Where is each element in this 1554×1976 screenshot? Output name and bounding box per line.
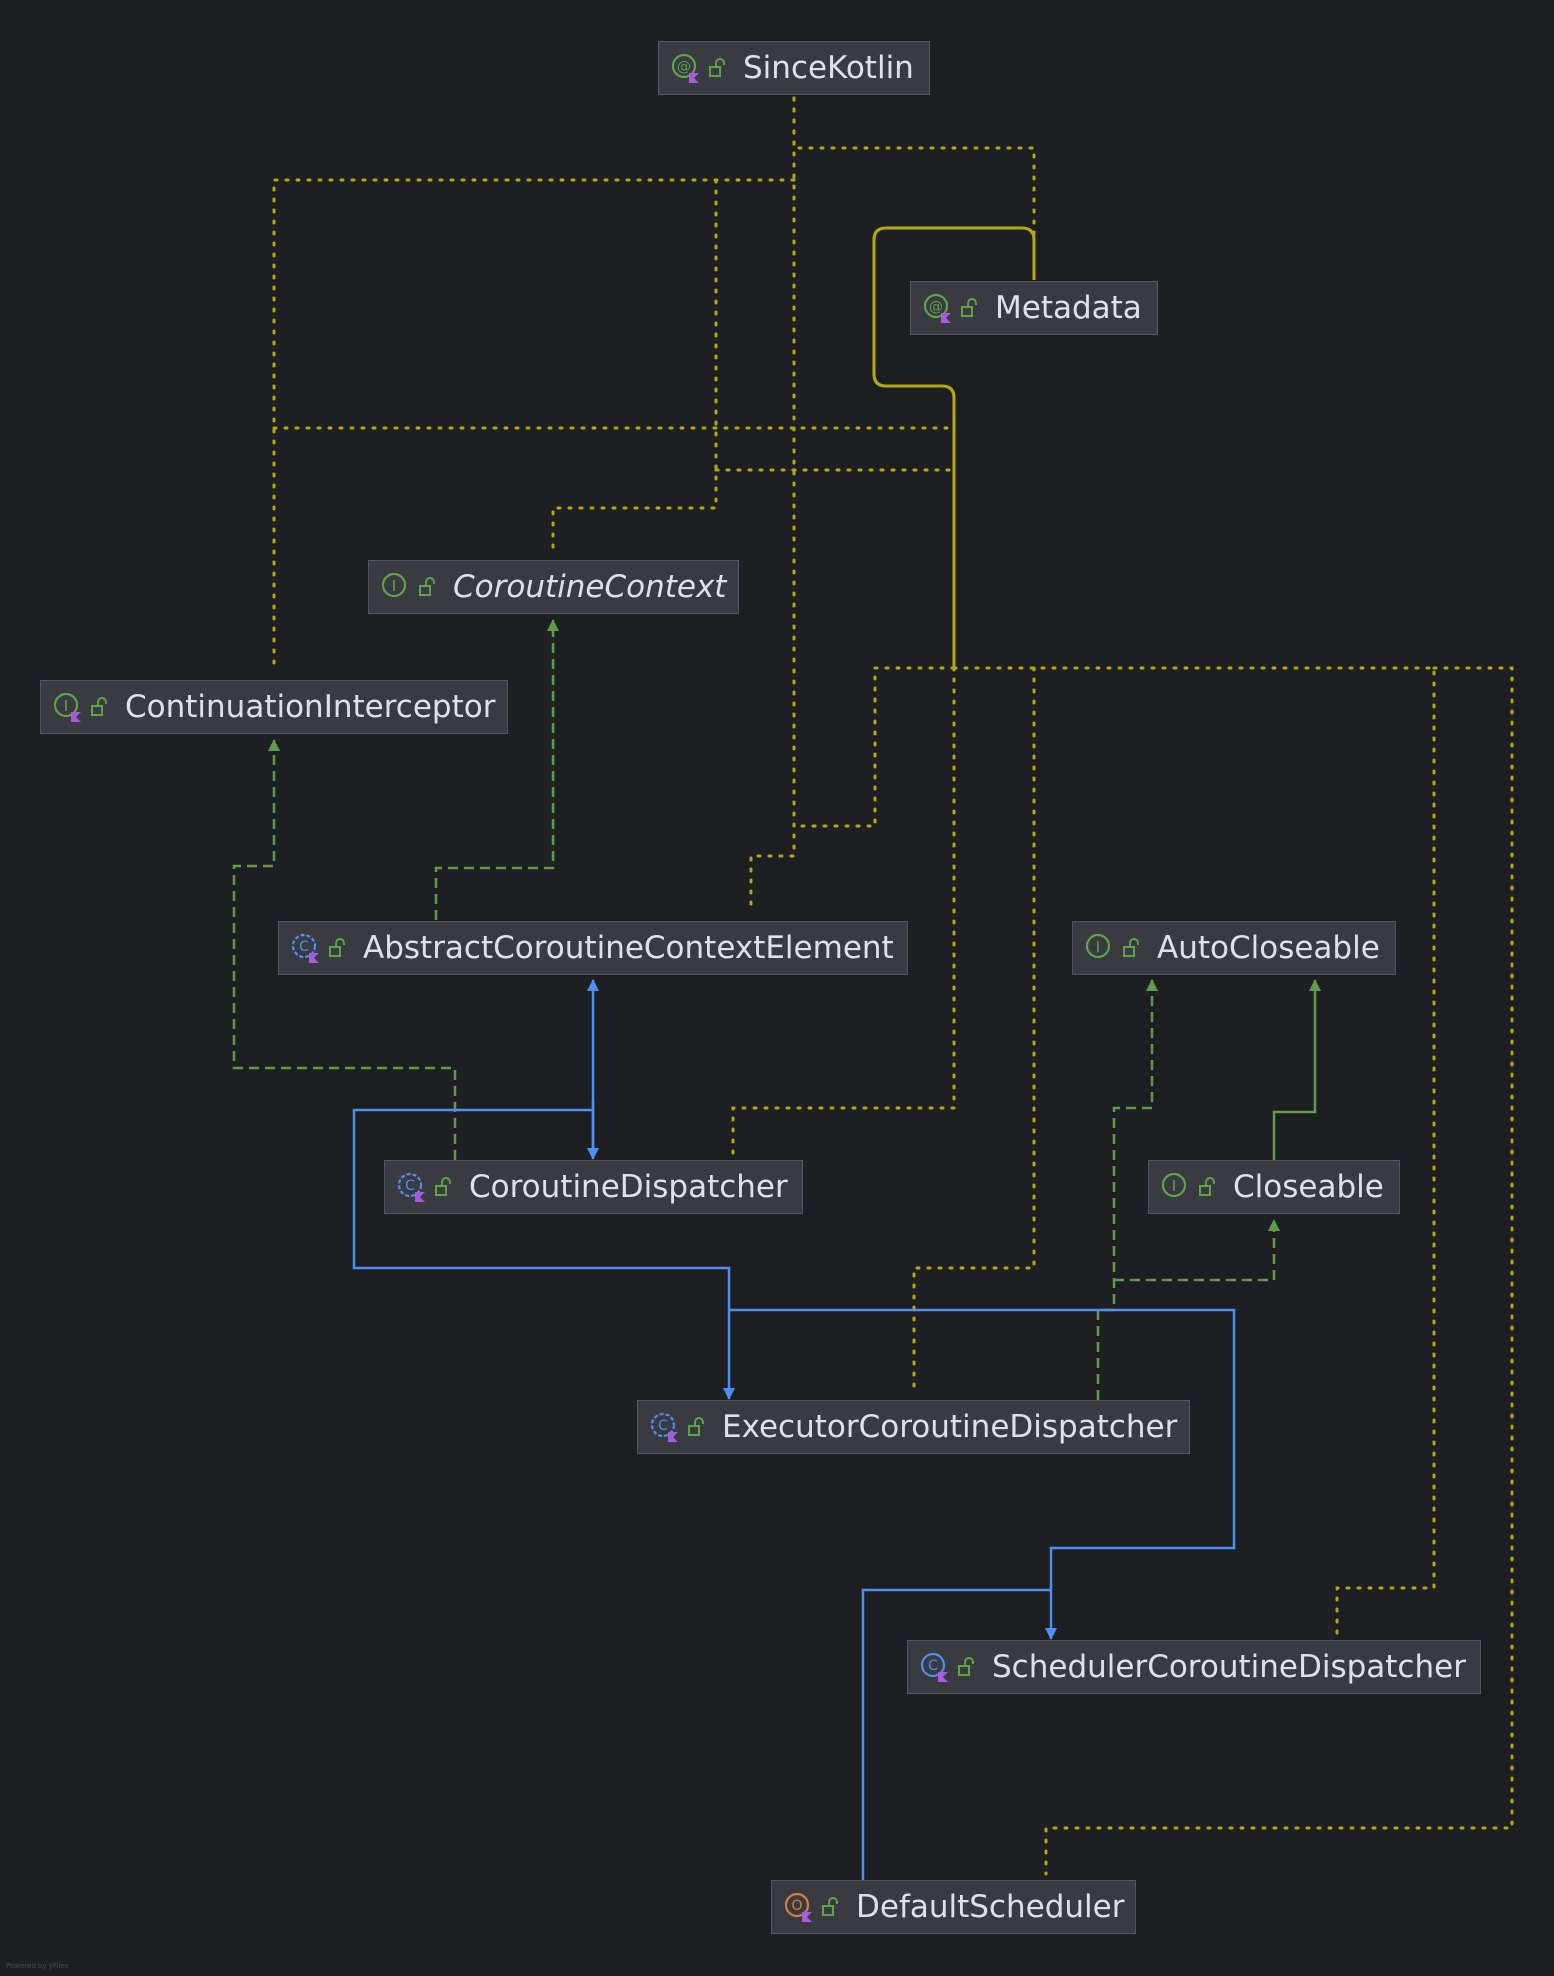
edge-metadata-defaultscheduler [1044, 666, 1514, 1876]
kotlin-abstract-class-icon: C [648, 1410, 682, 1444]
edge-metadata-coroutinedispatcher [731, 666, 956, 1156]
unlock-icon [956, 1656, 978, 1678]
kotlin-abstract-class-icon: C [289, 931, 323, 965]
node-label: AbstractCoroutineContextElement [363, 930, 894, 966]
edge-sincekotlin-coroutinecontext [551, 178, 718, 558]
svg-text:C: C [405, 1178, 415, 1194]
kotlin-interface-icon: I [51, 690, 85, 724]
node-label: ExecutorCoroutineDispatcher [722, 1409, 1178, 1445]
kotlin-object-icon: O [782, 1890, 816, 1924]
node-metadata[interactable]: @ Metadata [910, 281, 1158, 335]
node-sincekotlin[interactable]: @ SinceKotlin [658, 41, 930, 95]
node-coroutinedispatcher[interactable]: C CoroutineDispatcher [384, 1160, 803, 1214]
edge-coroutinedispatcher-feedback [352, 1108, 735, 1400]
unlock-icon [417, 576, 439, 598]
unlock-icon [1197, 1176, 1219, 1198]
node-schedulercoroutinedispatcher[interactable]: C SchedulerCoroutineDispatcher [907, 1640, 1481, 1694]
interface-icon: I [379, 570, 413, 604]
unlock-icon [820, 1896, 842, 1918]
node-label: CoroutineDispatcher [469, 1169, 788, 1205]
edge-metadata-scheduler [952, 666, 1436, 1638]
node-label: SinceKotlin [743, 50, 914, 86]
svg-text:C: C [299, 939, 309, 955]
edge-metadata-self [872, 226, 1036, 668]
node-label: Metadata [995, 290, 1142, 326]
node-label: ContinuationInterceptor [125, 689, 496, 725]
unlock-icon [89, 696, 111, 718]
svg-text:I: I [64, 697, 68, 715]
kotlin-class-icon: C [918, 1650, 952, 1684]
node-coroutinecontext[interactable]: I CoroutineContext [368, 560, 739, 614]
edge-executor-scheduler [729, 1308, 1236, 1640]
node-label: DefaultScheduler [856, 1889, 1125, 1925]
svg-text:I: I [392, 577, 396, 595]
node-closeable[interactable]: I Closeable [1148, 1160, 1400, 1214]
annotation-icon: @ [669, 51, 703, 85]
unlock-icon [327, 937, 349, 959]
node-label: CoroutineContext [453, 569, 727, 605]
node-label: AutoCloseable [1157, 930, 1380, 966]
implements-edges [232, 619, 1280, 1400]
node-continuationinterceptor[interactable]: I ContinuationInterceptor [40, 680, 508, 734]
annotation-edges [272, 96, 1514, 1876]
svg-text:C: C [658, 1418, 668, 1434]
unlock-icon [707, 57, 729, 79]
footer-credit: Powered by yFiles [6, 1962, 69, 1970]
interface-icon: I [1083, 931, 1117, 965]
unlock-icon [686, 1416, 708, 1438]
extends-edges [352, 979, 1236, 1880]
edge-abstractelement-coroutinecontext [434, 619, 559, 920]
edge-executor-autocloseable [1096, 979, 1158, 1400]
annotation-icon: @ [921, 291, 955, 325]
edge-sincekotlin-continuationinterceptor [272, 178, 796, 674]
svg-text:I: I [1096, 938, 1100, 956]
svg-text:@: @ [677, 59, 691, 75]
node-autocloseable[interactable]: I AutoCloseable [1072, 921, 1396, 975]
svg-text:@: @ [929, 299, 943, 315]
unlock-icon [433, 1176, 455, 1198]
edge-scheduler-defaultscheduler [861, 1588, 1051, 1880]
edge-executor-closeable [1114, 1219, 1280, 1282]
node-label: Closeable [1233, 1169, 1384, 1205]
svg-text:I: I [1172, 1177, 1176, 1195]
edge-coroutinedispatcher-continuationinterceptor [232, 739, 457, 1160]
kotlin-abstract-class-icon: C [395, 1170, 429, 1204]
edge-sincekotlin-metadata [792, 96, 1036, 282]
interface-icon: I [1159, 1170, 1193, 1204]
svg-text:O: O [791, 1898, 802, 1914]
node-abstractcoroutinecontextelement[interactable]: C AbstractCoroutineContextElement [278, 921, 908, 975]
node-executorcoroutinedispatcher[interactable]: C ExecutorCoroutineDispatcher [637, 1400, 1190, 1454]
node-label: SchedulerCoroutineDispatcher [992, 1649, 1466, 1685]
unlock-icon [959, 297, 981, 319]
svg-text:C: C [928, 1658, 938, 1674]
edge-metadata-abstractelement [792, 666, 956, 828]
edge-closeable-autocloseable [1272, 979, 1321, 1160]
unlock-icon [1121, 937, 1143, 959]
edge-metadata-executor [912, 666, 1036, 1396]
node-defaultscheduler[interactable]: O DefaultScheduler [771, 1880, 1136, 1934]
edge-sincekotlin-abstractelement [749, 96, 796, 912]
